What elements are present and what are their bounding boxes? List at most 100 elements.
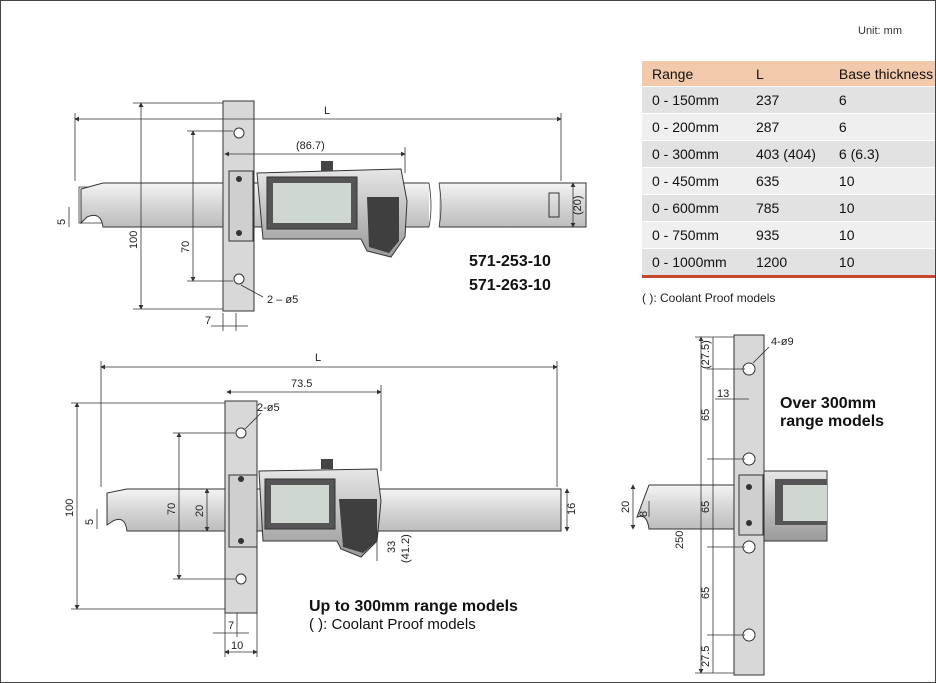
top-hole-1 [233, 127, 245, 139]
cell-range: 0 - 1000mm [642, 248, 746, 278]
right-dim-13: 13 [717, 388, 729, 400]
bottom-dim-20: 20 [194, 505, 206, 517]
cell-base: 10 [828, 248, 935, 278]
right-base-clamp [738, 474, 764, 536]
top-base-clamp [228, 170, 254, 242]
top-dim-l: L [324, 105, 330, 117]
right-dim-27-bottom: 27.5 [700, 646, 712, 667]
caption-over-300: Over 300mm range models [780, 395, 884, 431]
right-dim-65-middle: 65 [700, 501, 712, 513]
cell-range: 0 - 600mm [642, 194, 746, 222]
top-dim-20: (20) [572, 195, 584, 215]
bottom-screw-1 [238, 476, 244, 482]
top-dim-86: (86.7) [296, 140, 325, 152]
cell-l: 237 [745, 86, 829, 114]
header-base-thickness: Base thickness [828, 61, 935, 87]
bottom-dim-5: 5 [84, 519, 96, 525]
top-grip-buttons [367, 197, 399, 253]
caption-over-line1: Over 300mm [780, 395, 877, 412]
cell-base: 6 [828, 86, 935, 114]
bottom-dim-holes: 2-ø5 [257, 402, 280, 414]
top-hole-2 [233, 273, 245, 285]
top-screw-1 [236, 176, 242, 182]
bottom-base-clamp [228, 474, 258, 548]
right-beam [636, 484, 735, 530]
cell-base: 10 [828, 194, 935, 222]
caption-over-line2: range models [780, 413, 885, 430]
right-lcd-display [783, 485, 827, 521]
top-dim-5: 5 [56, 219, 68, 225]
top-beam-break [429, 179, 439, 231]
unit-label: Unit: mm [858, 25, 902, 37]
bottom-lcd-display [271, 485, 329, 523]
bottom-grip-buttons [339, 499, 377, 553]
cell-base: 10 [828, 167, 935, 195]
right-dim-65-upper: 65 [700, 409, 712, 421]
right-screw-1 [746, 484, 752, 490]
right-dim-250: 250 [674, 531, 686, 549]
bottom-dim-10: 10 [231, 640, 243, 652]
header-l: L [745, 61, 829, 87]
bottom-dim-l: L [315, 352, 321, 364]
header-range: Range [642, 61, 746, 87]
right-dim-20: 20 [620, 501, 632, 513]
cell-l: 785 [745, 194, 829, 222]
right-dim-27-top: (27.5) [700, 340, 712, 369]
right-dim-65-lower: 65 [700, 587, 712, 599]
right-dim-8: 8 [638, 511, 650, 517]
cell-base: 10 [828, 221, 935, 249]
top-dim-7: 7 [205, 315, 211, 327]
cell-l: 287 [745, 113, 829, 141]
bottom-screw-2 [238, 538, 244, 544]
cell-l: 635 [745, 167, 829, 195]
model-number-1: 571-253-10 [469, 253, 551, 270]
cell-base: 6 (6.3) [828, 140, 935, 168]
right-dim-holes: 4-ø9 [771, 336, 794, 348]
caption-up-to-300: Up to 300mm range models ( ): Coolant Pr… [309, 598, 518, 633]
cell-l: 935 [745, 221, 829, 249]
cell-range: 0 - 450mm [642, 167, 746, 195]
top-clamp-knob [321, 161, 333, 171]
cell-base: 6 [828, 113, 935, 141]
bottom-clamp-knob [321, 459, 333, 469]
bottom-dim-70: 70 [166, 503, 178, 515]
bottom-dim-73: 73.5 [291, 378, 312, 390]
top-screw-2 [236, 230, 242, 236]
cell-l: 403 (404) [745, 140, 829, 168]
top-dim-100: 100 [128, 231, 140, 249]
cell-l: 1200 [745, 248, 829, 278]
top-dim-70: 70 [180, 241, 192, 253]
bottom-gauge-drawing: L 73.5 2-ø5 100 70 20 5 33 (41.2) 16 7 [64, 352, 578, 657]
model-number-2: 571-263-10 [469, 277, 551, 294]
cell-range: 0 - 750mm [642, 221, 746, 249]
bottom-hole-1 [235, 427, 247, 439]
right-screw-2 [746, 520, 752, 526]
bottom-dim-100: 100 [64, 499, 76, 517]
bottom-dim-7: 7 [228, 620, 234, 632]
cell-range: 0 - 150mm [642, 86, 746, 114]
cell-range: 0 - 200mm [642, 113, 746, 141]
right-gauge-drawing: (27.5) 4-ø9 13 65 20 8 65 250 65 27.5 [620, 334, 828, 676]
bottom-dim-16: 16 [566, 503, 578, 515]
bottom-hole-2 [235, 573, 247, 585]
bottom-dim-33: 33 [386, 541, 398, 553]
top-gauge-drawing: L (86.7) 100 70 5 (20) 2 – ø5 7 [56, 100, 587, 331]
table-header-row: Range L Base thickness [642, 61, 935, 87]
cell-range: 0 - 300mm [642, 140, 746, 168]
caption-upto-note: ( ): Coolant Proof models [309, 616, 476, 633]
top-dim-holes: 2 – ø5 [267, 294, 298, 306]
top-lcd-display [273, 183, 351, 223]
caption-upto-title: Up to 300mm range models [309, 598, 518, 615]
bottom-dim-41: (41.2) [400, 534, 412, 563]
coolant-note: ( ): Coolant Proof models [642, 291, 776, 305]
